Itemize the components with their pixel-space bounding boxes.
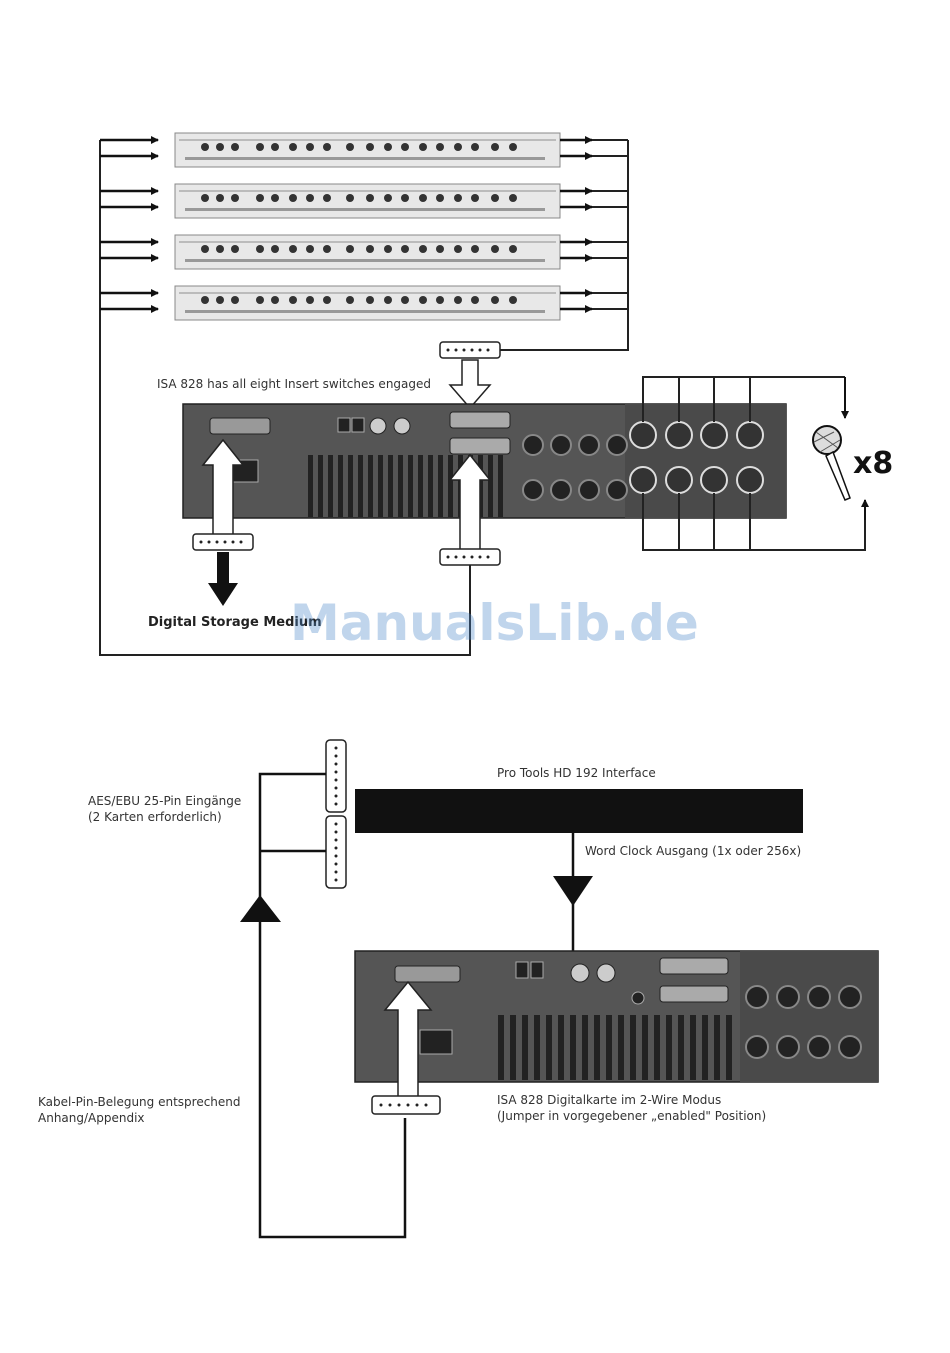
- optical-port: [515, 961, 529, 979]
- digital-out-dsub: [394, 965, 461, 983]
- solid-arrow-down: [208, 552, 238, 606]
- wordclock-label: Word Clock Ausgang (1x oder 256x): [585, 844, 801, 858]
- right-routing-line: [500, 140, 629, 351]
- bnc-connector: [393, 417, 411, 435]
- interface-label: Pro Tools HD 192 Interface: [497, 766, 656, 780]
- cable-dsub-connector: [371, 1095, 441, 1115]
- lower-routing-lines: [258, 772, 407, 1239]
- solid-arrow-up: [240, 895, 281, 922]
- rack-output-arrows: [560, 136, 593, 313]
- isa828-digital-card-panel: [354, 950, 879, 1083]
- heatsink: [498, 1015, 732, 1080]
- solid-arrow-down: [553, 876, 593, 906]
- bnc-connector: [570, 963, 590, 983]
- watermark: ManualsLib.de: [290, 594, 699, 652]
- dsub-connector-top: [439, 341, 501, 359]
- aes-label-line1: AES/EBU 25-Pin Eingänge: [88, 794, 241, 808]
- dsub-connector-right: [439, 548, 501, 566]
- upper-diagram: ISA 828 has all eight Insert switches en…: [99, 132, 893, 656]
- rack-unit-4: [174, 285, 561, 321]
- insert-send-dsub: [659, 957, 729, 975]
- jack-sockets: [522, 434, 628, 501]
- pro-tools-interface: [355, 789, 803, 833]
- left-routing-line: [99, 140, 471, 656]
- storage-label: Digital Storage Medium: [148, 615, 322, 630]
- insert-return-dsub: [449, 437, 511, 455]
- hollow-arrow-down: [448, 359, 492, 410]
- optical-port: [530, 961, 544, 979]
- isa828-rear-panel: [182, 403, 787, 519]
- hollow-arrow-up: [201, 438, 245, 541]
- rack-input-arrows: [100, 136, 159, 313]
- hollow-arrow-up: [383, 980, 433, 1099]
- aes-label-line2: (2 Karten erforderlich): [88, 810, 222, 824]
- insert-return-dsub: [659, 985, 729, 1003]
- rack-unit-3: [174, 234, 561, 270]
- bnc-connector: [596, 963, 616, 983]
- rack-unit-1: [174, 132, 561, 168]
- bnc-connector: [369, 417, 387, 435]
- aes-dsub-connector-2: [325, 815, 347, 889]
- xlr-sockets: [629, 421, 764, 494]
- right-bus-taps: [592, 139, 628, 310]
- card-label-line1: ISA 828 Digitalkarte im 2-Wire Modus: [497, 1093, 721, 1107]
- cable-label-line2: Anhang/Appendix: [38, 1111, 145, 1125]
- microphone-icon: [812, 425, 851, 501]
- rack-unit-2: [174, 183, 561, 219]
- mic-wiring: [642, 376, 866, 551]
- multiplier-label: x8: [853, 446, 893, 481]
- cable-label-line1: Kabel-Pin-Belegung entsprechend: [38, 1095, 241, 1109]
- lower-diagram: AES/EBU 25-Pin Eingänge (2 Karten erford…: [38, 739, 879, 1239]
- power-switch: [631, 991, 645, 1005]
- aes-dsub-connector-1: [325, 739, 347, 813]
- card-label-line2: (Jumper in vorgegebener „enabled" Positi…: [497, 1109, 766, 1123]
- insert-note: ISA 828 has all eight Insert switches en…: [157, 377, 431, 391]
- jack-sockets: [745, 985, 862, 1059]
- digital-out-dsub: [209, 417, 271, 435]
- optical-port: [351, 417, 365, 433]
- insert-send-dsub: [449, 411, 511, 429]
- hollow-arrow-up: [448, 453, 492, 553]
- power-inlet: [419, 1029, 453, 1055]
- dsub-connector-left: [192, 533, 254, 551]
- optical-port: [337, 417, 351, 433]
